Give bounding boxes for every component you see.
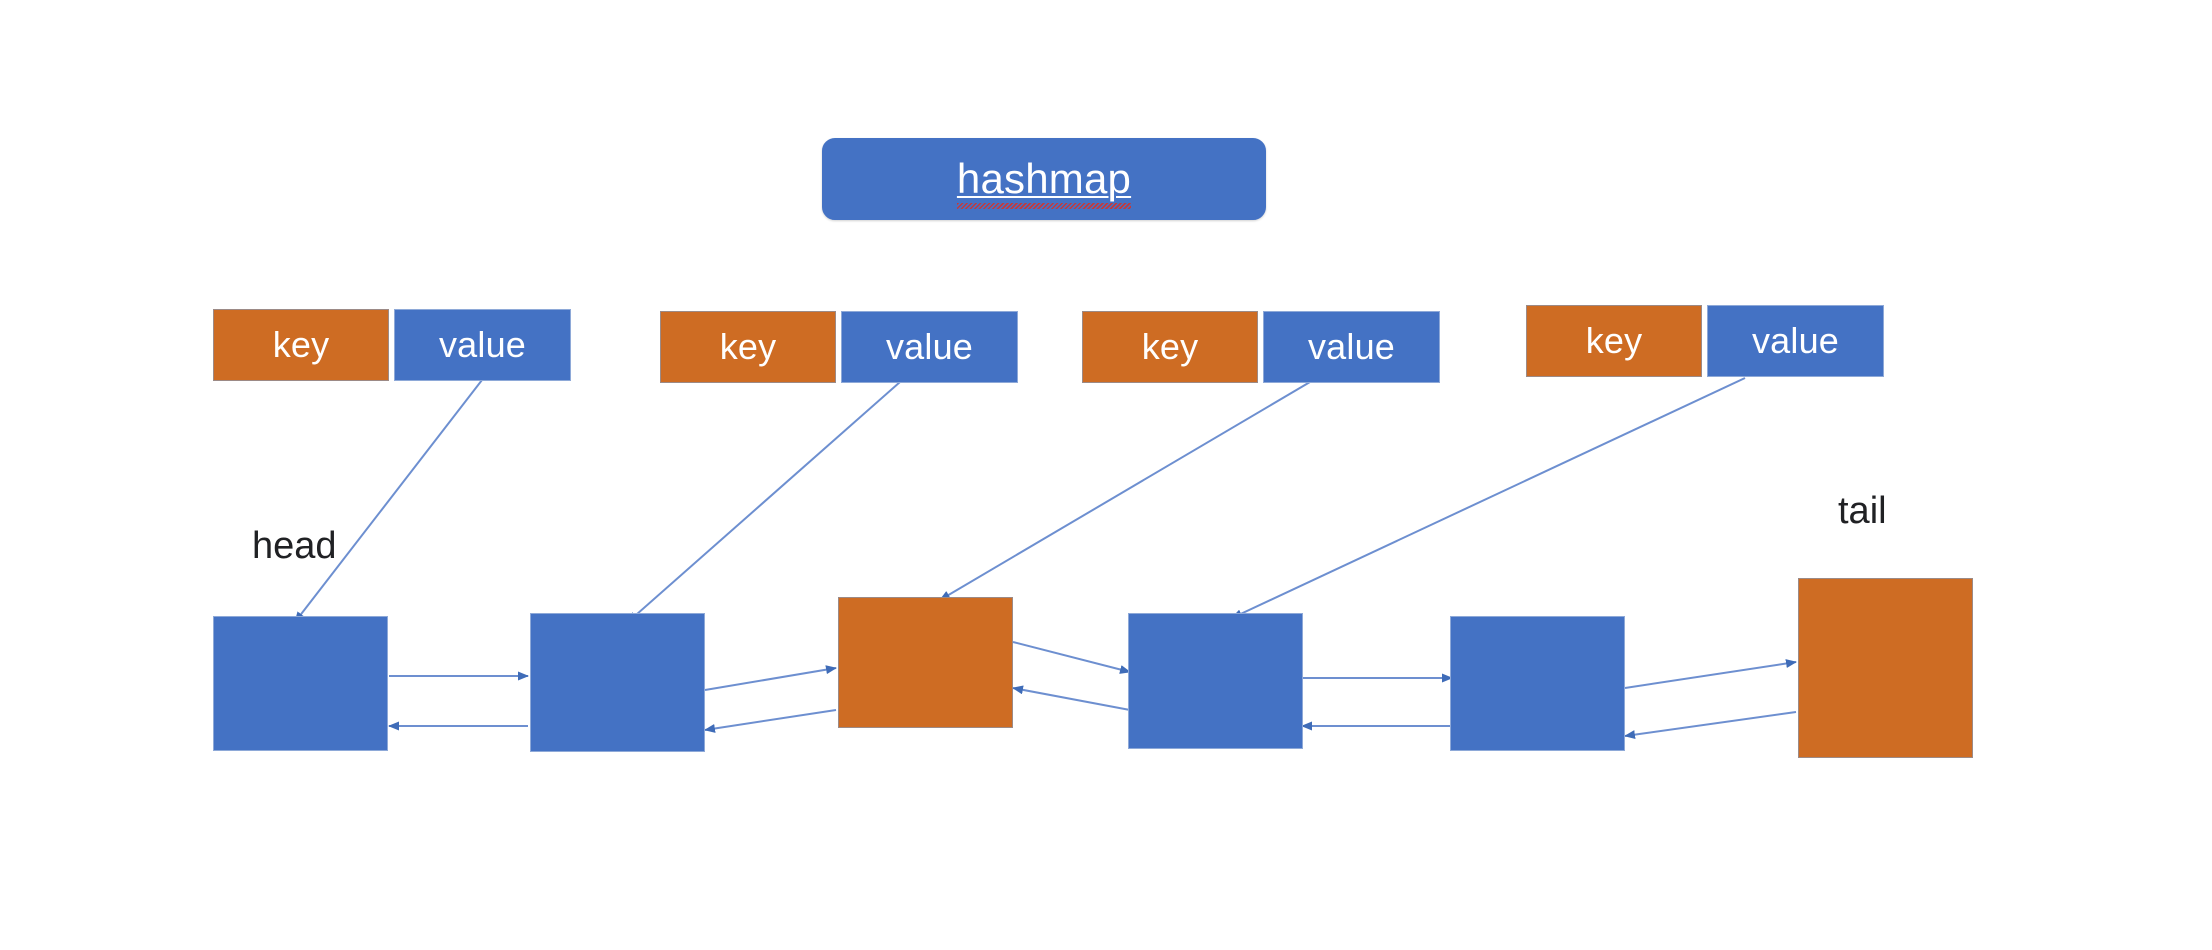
spellcheck-underline bbox=[956, 203, 1132, 209]
entry-1-key-box: key bbox=[213, 309, 389, 381]
pointer-line-entry-2 bbox=[627, 381, 901, 623]
entry-4-value-box: value bbox=[1707, 305, 1884, 377]
list-node-3 bbox=[838, 597, 1013, 728]
pointer-line-entry-4 bbox=[1231, 377, 1746, 619]
pointer-line-entry-1 bbox=[294, 379, 483, 623]
entry-2-key-label: key bbox=[719, 326, 777, 367]
tail-label: tail bbox=[1838, 490, 1887, 532]
list-node-4 bbox=[1128, 613, 1303, 749]
link-backward-6-5 bbox=[1624, 711, 1797, 740]
entry-3-value-label: value bbox=[1307, 326, 1396, 367]
entry-4-value-label: value bbox=[1751, 320, 1840, 361]
entry-3-key-box: key bbox=[1082, 311, 1258, 383]
link-forward-5-6 bbox=[1624, 659, 1797, 689]
link-forward-3-4 bbox=[1012, 641, 1131, 674]
hashmap-title-label: hashmap bbox=[956, 158, 1132, 209]
entry-3-value-box: value bbox=[1263, 311, 1440, 383]
list-node-6 bbox=[1798, 578, 1973, 758]
entry-4-key-label: key bbox=[1585, 320, 1643, 361]
entry-4-key-box: key bbox=[1526, 305, 1702, 377]
entry-3-key-label: key bbox=[1141, 326, 1199, 367]
link-backward-3-2 bbox=[704, 709, 837, 733]
head-label: head bbox=[252, 525, 337, 567]
entry-2-value-label: value bbox=[885, 326, 974, 367]
entry-1-value-label: value bbox=[438, 324, 527, 365]
link-backward-4-3 bbox=[1012, 685, 1131, 711]
list-node-2 bbox=[530, 613, 705, 752]
entry-2-key-box: key bbox=[660, 311, 836, 383]
entry-1-key-label: key bbox=[272, 324, 330, 365]
list-node-1 bbox=[213, 616, 388, 751]
list-node-5 bbox=[1450, 616, 1625, 751]
pointer-line-entry-3 bbox=[939, 381, 1311, 601]
entry-2-value-box: value bbox=[841, 311, 1018, 383]
entry-1-value-box: value bbox=[394, 309, 571, 381]
hashmap-title-box: hashmap bbox=[822, 138, 1266, 220]
link-forward-2-3 bbox=[704, 665, 837, 691]
